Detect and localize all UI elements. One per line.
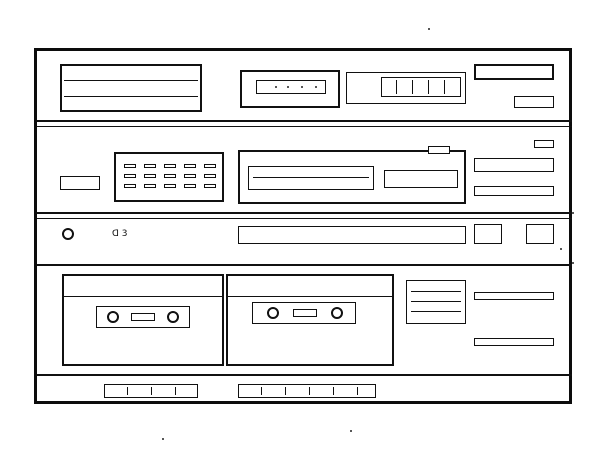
- right-mini-button[interactable]: [534, 140, 554, 148]
- eq-cell[interactable]: [144, 184, 156, 188]
- top-preset-panel: [346, 72, 466, 104]
- eq-cell[interactable]: [164, 174, 176, 178]
- right-slider-control[interactable]: [474, 158, 554, 172]
- central-panel-indicator: [428, 146, 450, 154]
- equalizer-grid-panel: [114, 152, 224, 202]
- central-display-window: [248, 166, 374, 190]
- central-display-side-window: [384, 170, 458, 188]
- right-lower-slider-control[interactable]: [474, 186, 554, 196]
- lower-section-divider: [37, 264, 572, 266]
- top-section-divider: [37, 120, 572, 122]
- preset-button-strip[interactable]: [381, 77, 461, 97]
- eq-cell[interactable]: [124, 164, 136, 168]
- cassette-window-icon: [96, 306, 190, 328]
- top-right-control-bar[interactable]: [474, 64, 554, 80]
- eq-cell[interactable]: [204, 164, 216, 168]
- tape-window: [293, 309, 317, 317]
- eq-cell[interactable]: [184, 164, 196, 168]
- deck-control-cluster: [406, 280, 466, 324]
- reel-hub-icon: [267, 307, 279, 319]
- eq-cell[interactable]: [124, 184, 136, 188]
- eq-cell[interactable]: [184, 184, 196, 188]
- top-tuner-panel: [240, 70, 340, 108]
- long-display-bar: [238, 226, 466, 244]
- eq-cell[interactable]: [144, 174, 156, 178]
- cassette-label: ᗡ 3: [112, 229, 128, 239]
- eq-cell[interactable]: [204, 184, 216, 188]
- middle-divider-inner: [37, 218, 572, 219]
- top-left-display-panel: [60, 64, 202, 112]
- eq-cell[interactable]: [184, 174, 196, 178]
- reel-hub-icon: [107, 311, 119, 323]
- left-transport-controls[interactable]: [104, 384, 198, 398]
- eq-cell[interactable]: [204, 174, 216, 178]
- mode-button[interactable]: [60, 176, 100, 190]
- central-display-panel: [238, 150, 466, 204]
- tape-window: [131, 313, 155, 321]
- bottom-divider: [37, 374, 572, 376]
- device-outer-frame: [34, 48, 572, 404]
- reel-hub-icon: [331, 307, 343, 319]
- tuner-display-window: [256, 80, 326, 94]
- power-knob-icon[interactable]: [62, 228, 74, 240]
- cassette-deck-a: [62, 274, 224, 366]
- eq-cell[interactable]: [124, 174, 136, 178]
- right-transport-controls[interactable]: [238, 384, 376, 398]
- eject-button-b[interactable]: [526, 224, 554, 244]
- eq-cell[interactable]: [164, 184, 176, 188]
- top-right-small-button[interactable]: [514, 96, 554, 108]
- eject-button-a[interactable]: [474, 224, 502, 244]
- middle-divider: [37, 212, 572, 214]
- deck-right-slider[interactable]: [474, 292, 554, 300]
- eq-cell[interactable]: [164, 164, 176, 168]
- deck-right-lower-slider[interactable]: [474, 338, 554, 346]
- eq-cell[interactable]: [144, 164, 156, 168]
- cassette-window-icon: [252, 302, 356, 324]
- top-section-divider-inner: [37, 126, 572, 127]
- reel-hub-icon: [167, 311, 179, 323]
- cassette-deck-b: [226, 274, 394, 366]
